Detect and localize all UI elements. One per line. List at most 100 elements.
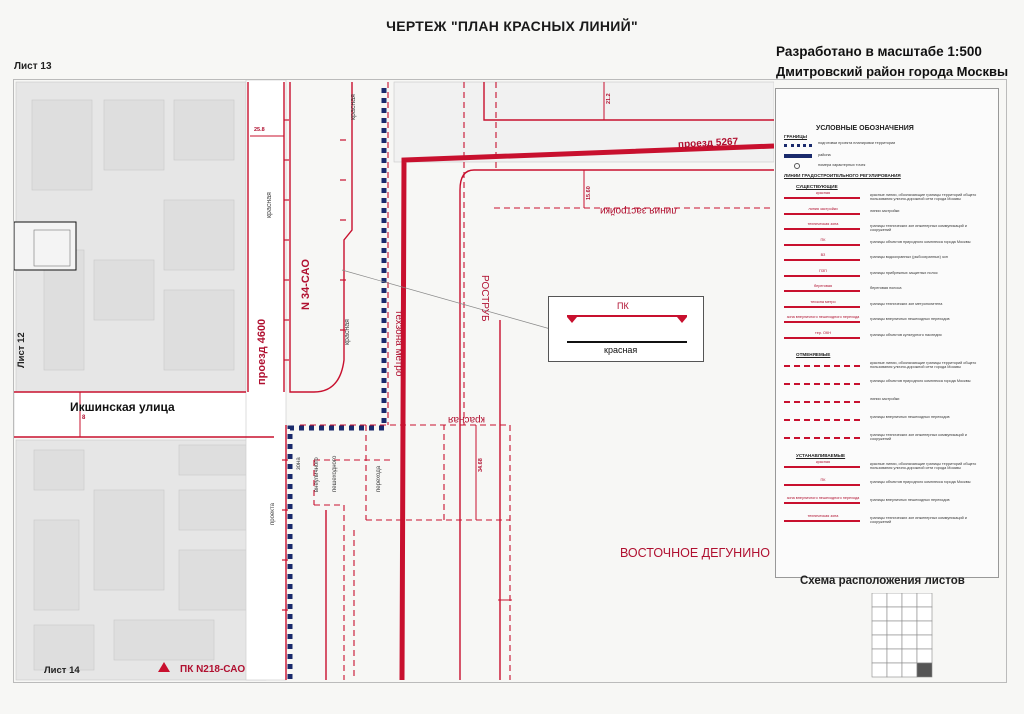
scale-text: Разработано в масштабе 1:500 [776,44,982,59]
building-line-label: линия застройки [600,205,678,216]
legend-item-text: красные линии, обозначающие границы терр… [870,462,977,471]
legend-line-label: красная [815,460,831,464]
legend-swatch [784,336,860,339]
inset-pk-label: ПК [617,301,629,311]
legend-item-text: границы объектов природного комплекса го… [870,239,971,244]
legend-boundaries-head: ГРАНИЦЫ [784,134,808,139]
inset-krasnaya-label: красная [604,345,638,355]
legend-swatch [784,383,860,385]
legend-swatch [784,321,860,323]
inset-tri-right [677,317,687,323]
pk-markers [158,662,170,672]
proekt-label: проекта [270,503,276,525]
rostrub-label: РОСТРУБ [479,275,490,322]
layout-scheme-title: Схема расположения листов [800,575,965,587]
perekhoda-label: перехода [376,465,382,492]
legend-boundary-swatch-1 [784,144,812,150]
legend-item-text: границы технических зон инженерных комму… [870,433,967,442]
legend-item-text: границы объектов природного комплекса го… [870,480,971,484]
legend-swatch [784,212,860,215]
legend-line-label: зона внеуличного пешеходного перехода [786,315,860,319]
legend-line-label: ПК [820,478,826,482]
legend-item-text: линии застройки [870,208,900,213]
legend-swatch [784,243,860,246]
legend-line-label: техническая зона [807,222,839,226]
legend-item-text: границы объектов природного комплекса го… [870,379,971,383]
legend-item-text: границы технических зон инженерных комму… [870,224,967,233]
krasnaya-left-label: красная [266,192,273,218]
legend-swatch [784,305,860,308]
legend-swatch [784,419,860,421]
legend-line-label: техническая зона [807,514,839,518]
legend-line-label: ПК [820,237,826,242]
dimension-marks [79,82,605,601]
street-name: Икшинская улица [70,400,175,414]
legend-line-label: техзона метро [810,299,836,304]
map-canvas[interactable] [14,80,774,682]
legend-item-text: линии застройки [870,397,900,401]
legend-established-head: УСТАНАВЛИВАЕМЫЕ [796,453,846,458]
krasnaya-horizontal-label: красная [448,414,485,425]
drawing-frame [13,79,1007,683]
pk-bottom-label: ПК N218-САО [180,664,246,675]
legend-swatch [784,228,860,230]
dim-3468: 34.68 [478,458,484,472]
red-dashed-lines [300,82,774,680]
legend-item-text: красные линии, обозначающие границы терр… [870,361,977,370]
inset-box: ПК красная [548,296,704,362]
legend-item-text: границы внеуличных пешеходных переходов [870,317,950,321]
legend-item-text: границы прибрежных защитных полос [870,270,938,275]
legend-swatch [784,197,860,199]
building-blocks [15,81,774,681]
sheet-label-top: Лист 13 [14,61,52,72]
layout-scheme-grid[interactable] [866,593,936,683]
legend-boundary-item-3: номера характерных точек [818,163,866,167]
legend-line-label: линия застройки [808,206,838,211]
tick-marks [282,119,346,611]
legend-panel: УСЛОВНЫЕ ОБОЗНАЧЕНИЯ ГРАНИЦЫ подготовки … [775,88,999,578]
sheet-label-left: Лист 12 [16,332,27,368]
n34-sao-label: N 34-САО [300,259,312,310]
red-lines [14,82,774,680]
legend-line-label: тер. ОКН [815,330,831,335]
legend-swatch [784,520,860,522]
peshekhodnogo-label: пешеходного [332,455,338,492]
legend-line-label: зона внеуличного пешеходного перехода [786,496,860,500]
vnuleticnogo-label: внеуличного [314,457,320,492]
inset-tri-left [567,317,577,323]
dim-1560: 15.60 [586,186,592,200]
dim-212: 21.2 [606,93,612,104]
legend-line-label: ВЗ [820,253,826,257]
legend-item-text: красные линии, обозначающие границы терр… [870,193,977,202]
inset-red-line [567,315,687,317]
district-boundary [399,143,774,681]
legend-item-text: границы внеуличных пешеходных переходов [870,415,950,419]
legend-boundary-swatch-2 [784,154,812,158]
legend-swatch [784,259,860,261]
metro-zone-label: техзона метро [393,310,404,377]
inset-black-line [567,341,687,343]
project-boundary [287,88,387,680]
legend-swatch [784,466,860,468]
legend-item-text: границы технических зон метрополитена [870,301,943,306]
legend-item-text: границы водоохранных (рыбоохранных) зон [870,255,948,259]
legend-item-text: границы внеуличных пешеходных переходов [870,498,950,502]
legend-point-icon [794,163,800,169]
krasnaya-mid-label: красная [344,319,351,345]
legend-swatch [784,401,860,403]
krasnaya-top-label: красная [350,94,357,120]
district-area-label: ВОСТОЧНОЕ ДЕГУНИНО [620,546,770,560]
drawing-title: ЧЕРТЕЖ "ПЛАН КРАСНЫХ ЛИНИЙ" [386,18,638,34]
roads [14,80,287,681]
small-building-inner [33,229,71,267]
legend-swatch [784,484,860,486]
district-text: Дмитровский район города Москвы [776,64,1009,79]
legend-title: УСЛОВНЫЕ ОБОЗНАЧЕНИЯ [816,125,914,132]
legend-line-label: ПЗП [819,268,827,273]
legend-boundary-item-1: подготовки проекта планировки территории [818,141,896,145]
legend-swatch [784,365,860,367]
small-building [14,221,77,271]
legend-swatch [784,274,860,277]
legend-swatch [784,437,860,439]
legend-line-label: береговая [813,284,833,288]
